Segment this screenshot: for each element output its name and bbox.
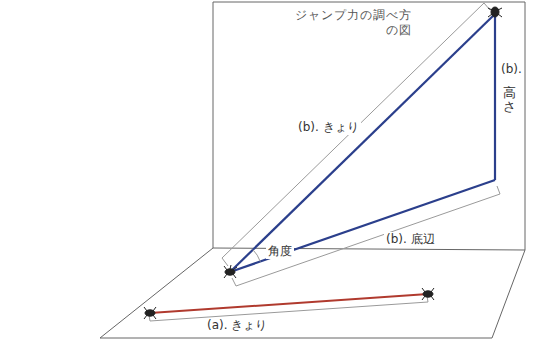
- jump-distance-label: (a). きょり: [205, 318, 269, 333]
- insect-icons: [144, 7, 502, 319]
- floor-plane: [100, 248, 525, 338]
- height-prefix-label: (b).: [499, 62, 524, 77]
- height-label: 高さ: [503, 86, 516, 115]
- base-label: (b). 底辺: [384, 232, 437, 247]
- hypotenuse-line: [230, 14, 495, 272]
- diagram-title: ジャンプ力の調べ方の図: [288, 8, 414, 38]
- dimension-brackets: [149, 3, 500, 321]
- base-line: [230, 180, 495, 272]
- angle-label: 角度: [266, 244, 294, 259]
- wall-plane: [213, 2, 525, 250]
- long-jump-line: [150, 294, 428, 313]
- height-line: [494, 14, 496, 180]
- distance-label: (b). きょり: [296, 120, 361, 135]
